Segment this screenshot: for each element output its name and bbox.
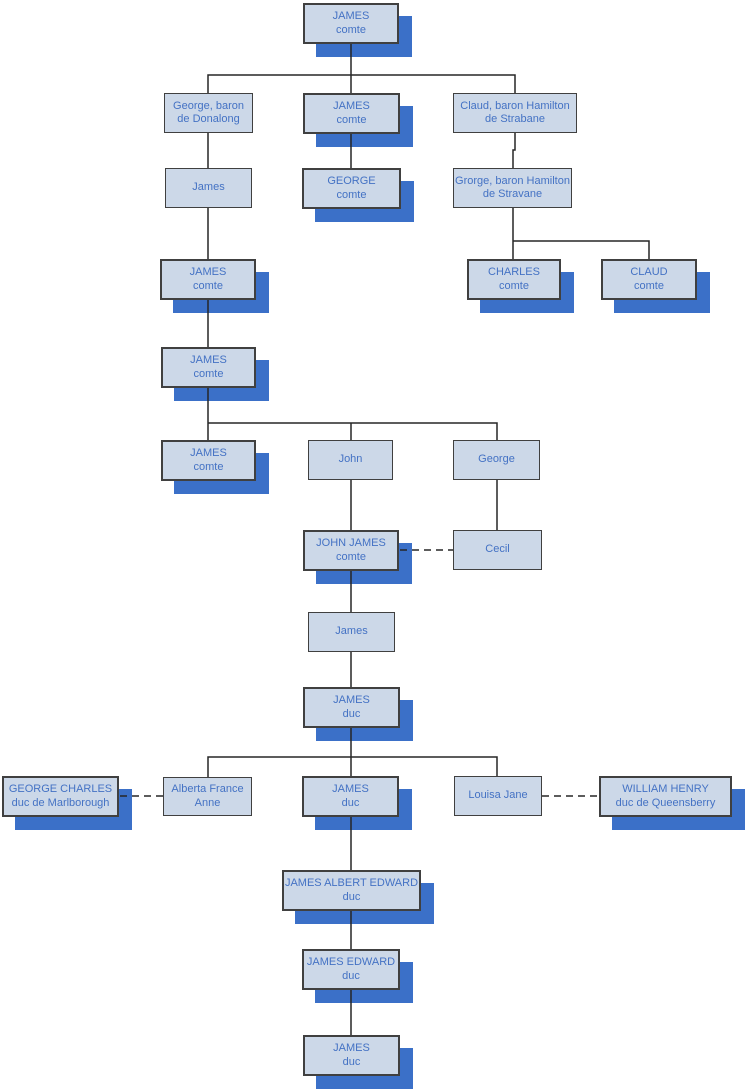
node-name-label: John [338,453,363,466]
node-john[interactable]: John [308,440,393,480]
node-title-label: duc [342,890,361,903]
node-title-label: duc [342,707,361,720]
descent-link-line [208,422,498,440]
node-cecil[interactable]: Cecil [453,530,542,570]
node-name-label: WILLIAM HENRY [622,783,709,795]
node-name-label: Alberta France [171,783,244,795]
node-name-label: GEORGE CHARLES [8,783,113,795]
node-title-label: comte [193,279,223,292]
node-title-label: duc de Queensberry [615,796,716,809]
node-louisa-jane[interactable]: Louisa Jane [454,776,542,816]
node-name-label: JAMES [333,1042,370,1054]
node-name-label: JAMES [333,100,370,112]
node-title-label: duc [342,1055,361,1068]
node-title-label: comte [193,367,224,380]
node-title-label: duc [341,796,360,809]
node-name-label: JAMES [333,694,370,706]
node-name-label: GEORGE [327,175,376,187]
descent-link-line [207,756,498,777]
node-title-label: duc de Marlborough [11,796,110,809]
node-title-label: duc [342,969,360,982]
node-name-label: Louisa Jane [468,789,528,802]
node-name-label: CHARLES [488,266,540,278]
node-title-label: de Stravane [482,188,543,200]
node-title-label: comte [499,279,529,292]
node-name-label: JAMES [190,447,227,459]
node-name-label: James [192,181,225,194]
node-title-label: comte [336,550,366,563]
node-title-label: comte [634,279,664,292]
node-name-label: Cecil [485,543,510,556]
node-title-label: comte [336,23,366,36]
descent-link-line [207,74,516,93]
node-james-2[interactable]: James [308,612,395,652]
node-name-label: George, baron [173,99,244,112]
node-title-label: Anne [194,796,221,809]
node-name-label: JAMES [189,266,227,278]
node-james-1[interactable]: James [165,168,252,208]
node-name-label: JOHN JAMES [316,537,386,549]
node-name-label: JAMES ALBERT EDWARD [284,877,419,889]
node-name-label: CLAUD [630,266,668,278]
node-name-label: JAMES EDWARD [306,956,396,968]
node-title-label: de Donalong [177,113,240,125]
node-george-1[interactable]: George [453,440,540,480]
node-title-label: comte [336,188,367,201]
node-name-label: JAMES [332,783,369,795]
node-name-label: JAMES [332,10,370,22]
descent-link-line [513,240,650,259]
node-name-label: George [478,453,515,466]
node-title-label: de Strabane [485,113,545,125]
descent-link-line [512,133,516,168]
node-name-label: James [335,625,368,638]
node-title-label: comte [336,113,367,126]
node-name-label: Claud, baron Hamilton [460,99,570,112]
node-name-label: Grorge, baron Hamilton [455,174,570,187]
node-name-label: JAMES [190,354,227,366]
node-title-label: comte [193,460,224,473]
